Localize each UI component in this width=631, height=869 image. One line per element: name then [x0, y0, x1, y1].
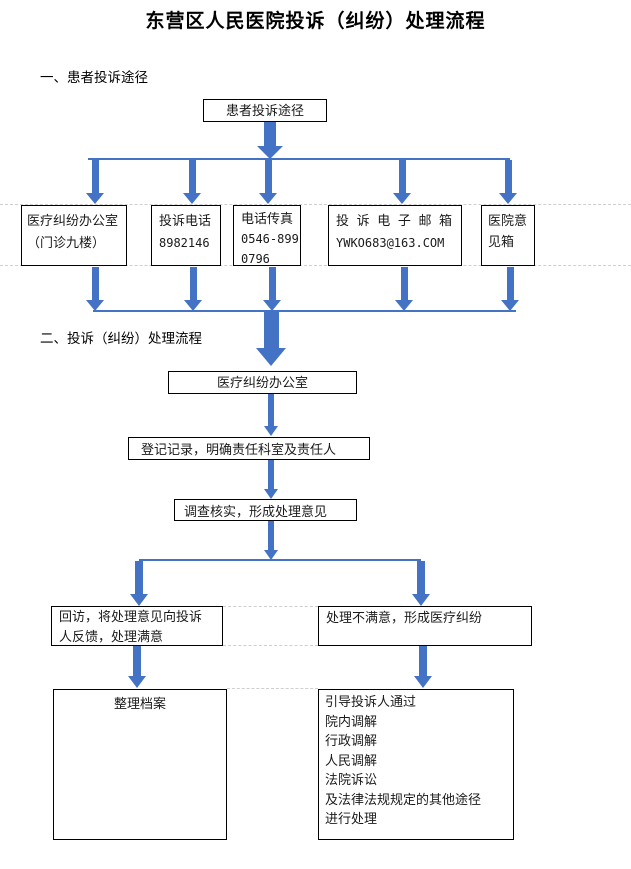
- arrow-down-channel-3-icon: [259, 160, 277, 204]
- connector-line-split: [139, 559, 421, 561]
- arrow-down-investigate-split-icon: [264, 521, 278, 560]
- arrow-down-channel-5-icon: [499, 160, 517, 204]
- arrow-down-archive-icon: [128, 646, 146, 688]
- connector-line-middle: [93, 310, 516, 312]
- channel-line: 医院意见箱: [488, 213, 528, 249]
- arrow-down-channel-2-icon: [183, 160, 201, 204]
- dashed-gridline: [0, 265, 631, 266]
- arrow-down-channel-4-icon: [393, 160, 411, 204]
- entry-box-label: 患者投诉途径: [225, 103, 304, 118]
- connector-line-top: [88, 158, 510, 160]
- archive-box: 整理档案: [53, 689, 227, 840]
- channel-line: 投 诉 电 子 邮 箱: [336, 213, 455, 228]
- channel-box-dispute-office: 医疗纠纷办公室 （门诊九楼）: [21, 205, 127, 266]
- page-title: 东营区人民医院投诉（纠纷）处理流程: [145, 11, 486, 32]
- arrow-down-collect-4-icon: [395, 267, 413, 311]
- channel-line: 8982146: [159, 236, 210, 250]
- guide-line: 及法律法规规定的其他途径: [325, 791, 482, 807]
- arrow-down-satisfied-icon: [130, 561, 148, 606]
- guide-line: 院内调解: [325, 713, 378, 729]
- dashed-gridline: [0, 204, 631, 205]
- arrow-down-guide-icon: [414, 646, 432, 688]
- arrow-down-entry-icon: [257, 122, 283, 159]
- guide-box: 引导投诉人通过 院内调解 行政调解 人民调解 法院诉讼 及法律法规规定的其他途径…: [318, 689, 514, 840]
- section-2-label: 二、投诉（纠纷）处理流程: [40, 331, 202, 346]
- channel-box-email: 投 诉 电 子 邮 箱 YWKO683@163.COM: [328, 205, 462, 266]
- dashed-gridline: [227, 688, 318, 689]
- arrow-down-collect-5-icon: [501, 267, 519, 311]
- investigate-box-label: 调查核实，形成处理意见: [184, 504, 328, 519]
- channel-line: （门诊九楼）: [27, 235, 106, 250]
- channel-line: 0546-899: [241, 232, 299, 246]
- channel-box-suggestion-box: 医院意见箱: [481, 205, 535, 266]
- channel-line: 电话传真: [241, 211, 294, 226]
- guide-line: 行政调解: [325, 733, 378, 748]
- satisfied-box: 回访，将处理意见向投诉人反馈，处理满意: [51, 606, 223, 646]
- channel-box-phone: 投诉电话 8982146: [151, 205, 221, 266]
- unsatisfied-box-label: 处理不满意，形成医疗纠纷: [326, 610, 483, 625]
- guide-line: 人民调解: [325, 752, 378, 768]
- guide-line: 进行处理: [325, 811, 378, 826]
- arrow-down-collect-3-icon: [263, 267, 281, 311]
- entry-box: 患者投诉途径: [203, 99, 327, 122]
- office-box-label: 医疗纠纷办公室: [216, 375, 308, 390]
- guide-line: 法院诉讼: [325, 772, 378, 787]
- channel-line: 投诉电话: [159, 213, 212, 228]
- channel-line: 0796: [241, 252, 270, 266]
- register-box-label: 登记记录，明确责任科室及责任人: [141, 442, 337, 457]
- office-box: 医疗纠纷办公室: [168, 371, 357, 394]
- guide-line: 引导投诉人通过: [325, 694, 417, 709]
- arrow-down-collect-1-icon: [86, 267, 104, 311]
- satisfied-box-label: 回访，将处理意见向投诉人反馈，处理满意: [59, 609, 203, 644]
- arrow-down-collect-2-icon: [184, 267, 202, 311]
- section-1-label: 一、患者投诉途径: [40, 70, 148, 85]
- archive-box-label: 整理档案: [113, 696, 166, 711]
- register-box: 登记记录，明确责任科室及责任人: [128, 437, 370, 460]
- channel-box-fax: 电话传真 0546-899 0796: [233, 205, 301, 266]
- channel-line: YWKO683@163.COM: [336, 236, 445, 250]
- channel-line: 医疗纠纷办公室: [27, 213, 119, 228]
- arrow-down-register-investigate-icon: [264, 460, 278, 499]
- arrow-down-unsatisfied-icon: [412, 561, 430, 606]
- arrow-down-office-register-icon: [264, 394, 278, 436]
- arrow-down-channel-1-icon: [86, 160, 104, 204]
- investigate-box: 调查核实，形成处理意见: [174, 499, 357, 521]
- arrow-down-to-office-icon: [256, 312, 286, 366]
- dashed-gridline: [223, 645, 318, 646]
- unsatisfied-box: 处理不满意，形成医疗纠纷: [318, 606, 532, 646]
- dashed-gridline: [223, 606, 318, 607]
